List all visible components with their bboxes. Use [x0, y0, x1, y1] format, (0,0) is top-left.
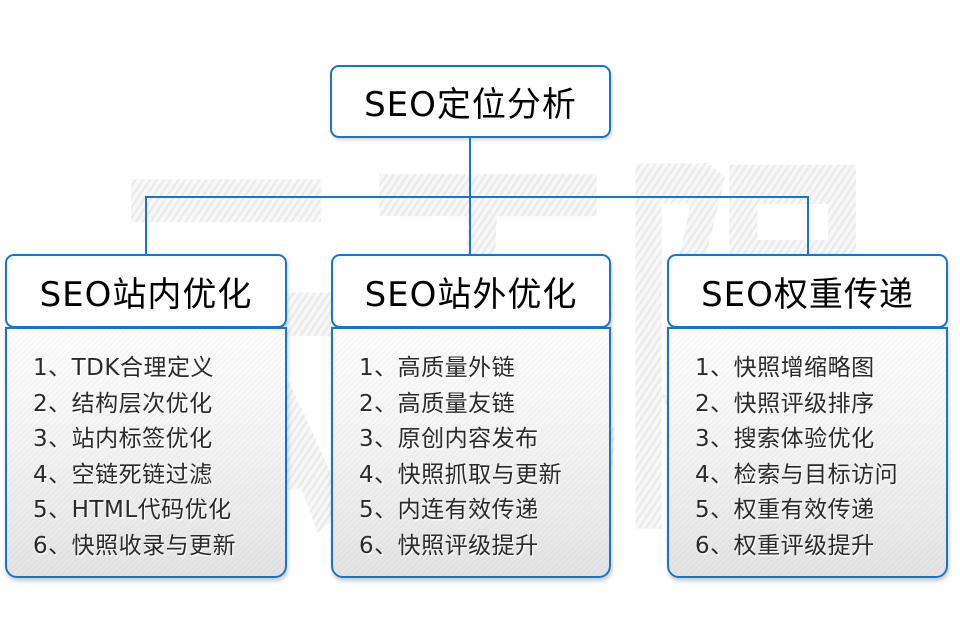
list-item: 2、高质量友链	[359, 390, 516, 417]
list-item: 6、权重评级提升	[695, 532, 875, 559]
list-panel-weight: 1、快照增缩略图 2、快照评级排序 3、搜索体验优化 4、检索与目标访问 5、权…	[667, 327, 948, 578]
list-item: 2、快照评级排序	[695, 390, 875, 417]
list-item: 4、检索与目标访问	[695, 461, 899, 488]
column-header-offsite: SEO站外优化	[331, 254, 611, 328]
list-item: 5、HTML代码优化	[33, 497, 232, 523]
list-item: 1、TDK合理定义	[33, 355, 214, 381]
connector-right-vertical	[807, 196, 809, 255]
root-node-label: SEO定位分析	[364, 85, 577, 125]
root-node-seo-positioning: SEO定位分析	[330, 65, 611, 138]
connector-left-vertical	[145, 196, 147, 255]
list-item: 1、快照增缩略图	[695, 355, 875, 381]
list-item: 1、高质量外链	[359, 355, 516, 381]
list-panel-onsite: 1、TDK合理定义 2、结构层次优化 3、站内标签优化 4、空链死链过滤 5、H…	[5, 327, 287, 578]
list-item: 5、权重有效传递	[695, 497, 875, 523]
list-item: 6、快照收录与更新	[33, 532, 237, 559]
connector-middle-vertical	[469, 196, 471, 255]
connector-root-vertical	[469, 138, 471, 198]
list-item: 3、站内标签优化	[33, 426, 213, 452]
list-item: 2、结构层次优化	[33, 390, 213, 417]
list-panel-offsite: 1、高质量外链 2、高质量友链 3、原创内容发布 4、快照抓取与更新 5、内连有…	[331, 327, 611, 578]
list-item: 3、搜索体验优化	[695, 426, 875, 452]
list-item: 4、快照抓取与更新	[359, 461, 563, 488]
list-item: 4、空链死链过滤	[33, 461, 213, 488]
column-header-label: SEO权重传递	[701, 274, 914, 315]
connector-horizontal	[145, 196, 809, 198]
list-item: 5、内连有效传递	[359, 497, 539, 523]
list-item: 6、快照评级提升	[359, 532, 539, 559]
column-header-weight: SEO权重传递	[667, 254, 948, 328]
column-header-onsite: SEO站内优化	[5, 254, 287, 328]
column-header-label: SEO站内优化	[39, 274, 253, 315]
list-item: 3、原创内容发布	[359, 426, 539, 452]
column-header-label: SEO站外优化	[364, 274, 578, 315]
